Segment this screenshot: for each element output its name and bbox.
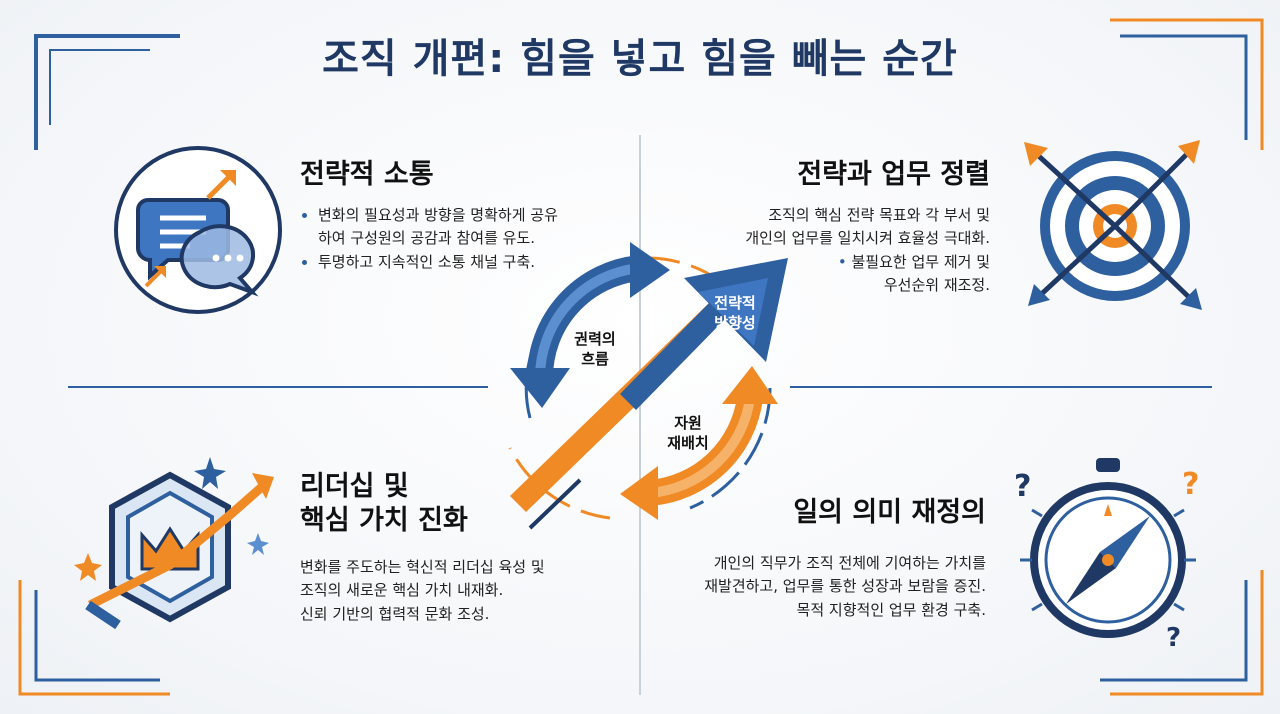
label-power-flow: 권력의 흐름	[574, 330, 616, 368]
leadership-line-2: 조직의 새로운 핵심 가치 내재화.	[300, 581, 504, 600]
leadership-line-3: 신뢰 기반의 협력적 문화 조성.	[300, 604, 490, 623]
meaning-line-3: 목적 지향적인 업무 환경 구축.	[796, 600, 986, 619]
meaning-line-1: 개인의 직무가 조직 전체에 기여하는 가치를	[713, 554, 986, 572]
compass-icon: ? ? ?	[1014, 458, 1199, 653]
horizontal-divider-left	[68, 386, 488, 388]
alignment-body: 조직의 핵심 전략 목표와 각 부서 및 개인의 업무를 일치시켜 효율성 극대…	[680, 204, 990, 297]
svg-text:?: ?	[1182, 467, 1199, 502]
svg-text:?: ?	[1166, 623, 1181, 653]
chat-bubbles-icon	[114, 146, 282, 314]
heading-meaning: 일의 의미 재정의	[793, 497, 986, 528]
alignment-line-2: 개인의 업무를 일치시켜 효율성 극대화.	[745, 229, 990, 248]
alignment-bullet: 불필요한 업무 제거 및 우선순위 재조정.	[851, 252, 990, 294]
center-cycle-diagram	[508, 242, 788, 530]
communication-body: 변화의 필요성과 방향을 명확하게 공유하여 구성원의 공감과 참여를 유도. …	[300, 204, 568, 274]
label-resource-reallocation: 자원 재배치	[667, 414, 709, 452]
vertical-divider	[639, 135, 641, 695]
meaning-body: 개인의 직무가 조직 전체에 기여하는 가치를 재발견하고, 업무를 통한 성장…	[650, 552, 986, 622]
leadership-body: 변화를 주도하는 혁신적 리더십 육성 및 조직의 새로운 핵심 가치 내재화.…	[300, 556, 600, 626]
heading-communication: 전략적 소통	[300, 159, 434, 190]
target-arrows-icon	[1024, 140, 1202, 310]
communication-bullet-1: 변화의 필요성과 방향을 명확하게 공유하여 구성원의 공감과 참여를 유도.	[318, 204, 568, 251]
meaning-line-2: 재발견하고, 업무를 통한 성장과 보람을 증진.	[704, 577, 986, 596]
horizontal-divider-right	[790, 386, 1212, 388]
heading-leadership-line-1: 리더십 및	[300, 471, 409, 502]
leadership-crown-icon	[74, 457, 274, 630]
page-title: 조직 개편: 힘을 넣고 힘을 빼는 순간	[322, 36, 958, 82]
heading-alignment: 전략과 업무 정렬	[797, 159, 990, 190]
svg-text:?: ?	[1014, 469, 1031, 504]
label-strategic-direction: 전략적 방향성	[714, 294, 756, 332]
heading-leadership: 리더십 및 핵심 가치 진화	[300, 470, 468, 538]
heading-leadership-line-2: 핵심 가치 진화	[300, 504, 468, 536]
alignment-line-1: 조직의 핵심 전략 목표와 각 부서 및	[768, 206, 990, 224]
alignment-bullet-dot: •	[837, 252, 847, 271]
leadership-line-1: 변화를 주도하는 혁신적 리더십 육성 및	[300, 558, 545, 576]
communication-bullet-2: 투명하고 지속적인 소통 채널 구축.	[318, 251, 568, 274]
